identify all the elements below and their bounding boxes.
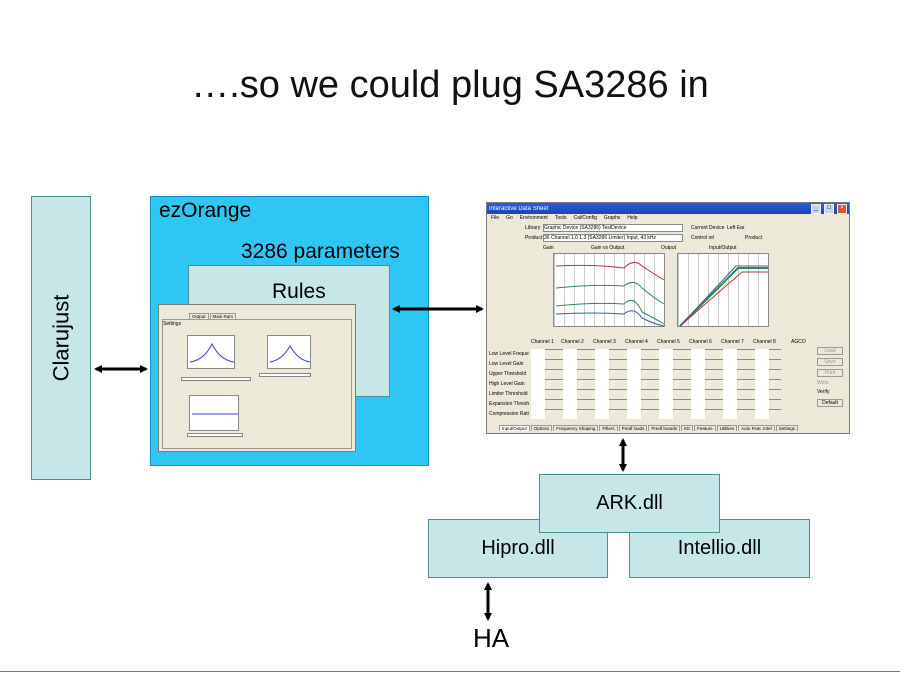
minimize-icon[interactable]: _ [811, 203, 821, 214]
settings-tab-output[interactable]: Output [189, 313, 209, 319]
intellio-label: Intellio.dll [677, 537, 762, 559]
channel-cells-grid[interactable] [531, 349, 781, 419]
gain-plot-curves [555, 262, 665, 327]
io-plot [677, 253, 769, 327]
print-button[interactable]: Print [817, 369, 843, 377]
control-label: Control rel [691, 235, 715, 241]
save-button[interactable]: Save [817, 358, 843, 366]
output-label: Output [661, 245, 677, 251]
row-label-4: High Level Gain [489, 381, 525, 387]
tab-utilities[interactable]: Utilities [716, 425, 738, 431]
rules-label: Rules [272, 280, 326, 303]
channel-6: Channel 6 [689, 339, 712, 345]
write-checkbox[interactable]: Write [817, 380, 829, 386]
row-label-3: Upper Threshold [489, 371, 527, 377]
default-button[interactable]: Default [817, 399, 843, 407]
tab-feature[interactable]: Feature [694, 425, 716, 431]
current-device-value: Left Ear [727, 225, 745, 231]
settings-window-screenshot: Output Main Ram Settings [158, 304, 356, 452]
channel-4: Channel 4 [625, 339, 648, 345]
current-device-label: Current Device [691, 225, 725, 231]
mini-graph-1-curve [189, 342, 235, 363]
library-select[interactable]: Graphic Device (SA3286) TestDevice [543, 224, 683, 232]
tab-auto-feat[interactable]: Auto Feat. Intel [738, 425, 775, 431]
row-label-7: Compression Ratio [489, 411, 529, 417]
slide-title: ….so we could plug SA3286 in [191, 64, 709, 106]
channel-7: Channel 7 [721, 339, 744, 345]
clarujust-label: Clarujust [48, 294, 73, 382]
app-title: Interactive Data Sheet [489, 205, 549, 212]
gain-label: Gain [543, 245, 554, 251]
mini-slider-1[interactable] [181, 377, 251, 381]
agc-label: AGCO [791, 339, 806, 345]
tab-options[interactable]: Options [530, 425, 553, 431]
app-window-screenshot: Interactive Data Sheet _ □ × File Go Env… [486, 202, 850, 434]
ha-label: HA [473, 623, 510, 653]
settings-caption: Settings [163, 321, 182, 327]
mini-slider-2[interactable] [187, 433, 243, 437]
mini-graph-2 [267, 335, 311, 369]
maximize-icon[interactable]: □ [824, 203, 834, 214]
menu-tools[interactable]: Tools [554, 215, 567, 221]
tab-frequency-shaping[interactable]: Frequency Shaping [553, 425, 599, 431]
mini-graph-3 [189, 395, 239, 431]
product-label: Product [525, 235, 543, 241]
close-icon[interactable]: × [837, 203, 847, 214]
tab-input-output[interactable]: Input/Output [499, 425, 530, 431]
clarujust-box: Clarujust [31, 196, 91, 480]
menu-help[interactable]: Help [627, 215, 638, 221]
mini-graph-1 [187, 335, 235, 369]
product-right-label: Product [745, 235, 763, 241]
side-buttons: Load Save Print Write Verify Default [817, 347, 845, 417]
row-label-6: Expansion Threshold [489, 401, 529, 407]
row-label-2: Low Level Gain [489, 361, 524, 367]
load-button[interactable]: Load [817, 347, 843, 355]
ezorange-label: ezOrange [159, 199, 252, 222]
params-label: 3286 parameters [241, 240, 400, 263]
verify-checkbox[interactable]: Verify [817, 389, 830, 395]
ark-box: ARK.dll [539, 474, 720, 533]
channel-1: Channel 1 [531, 339, 554, 345]
hipro-label: Hipro.dll [481, 537, 555, 559]
channel-3: Channel 3 [593, 339, 616, 345]
row-label-5: Limiter Threshold [489, 391, 528, 397]
tab-predf-boards[interactable]: Predf boards [648, 425, 681, 431]
mini-slider-3[interactable] [259, 373, 311, 377]
product-select[interactable]: 36 Channel 1.0 1.3 (SA3286 Limiter) Inpu… [543, 234, 683, 242]
channel-2: Channel 2 [561, 339, 584, 345]
menu-go[interactable]: Go [506, 215, 513, 221]
menu-calconfig[interactable]: Cal/Config [573, 215, 597, 221]
channel-8: Channel 8 [753, 339, 776, 345]
gain-plot [553, 253, 665, 327]
gain-plot-title: Gain vs Output [591, 245, 625, 251]
library-label: Library [525, 225, 541, 231]
io-plot-curves [679, 265, 768, 327]
slide-bottom-rule [0, 671, 900, 672]
menu-graphs[interactable]: Graphs [603, 215, 621, 221]
io-plot-title: Input/Output [709, 245, 737, 251]
channel-headers: Channel 1 Channel 2 Channel 3 Channel 4 … [531, 339, 831, 347]
app-menubar: File Go Environment Tools Cal/Config Gra… [487, 214, 849, 224]
tab-ke[interactable]: KE [681, 425, 694, 431]
tab-settings[interactable]: Settings [775, 425, 798, 431]
mini-graph-2-curve [269, 344, 311, 363]
mini-graph-3-curve [192, 413, 238, 415]
bottom-tabs: Input/Output Options Frequency Shaping F… [499, 425, 798, 431]
settings-window-panel [162, 319, 352, 449]
settings-tab-mainram[interactable]: Main Ram [209, 313, 237, 319]
app-titlebar: Interactive Data Sheet _ □ × [487, 203, 849, 214]
menu-file[interactable]: File [491, 215, 500, 221]
ark-label: ARK.dll [596, 492, 663, 514]
row-label-1: Low Level Frequency [489, 351, 529, 357]
menu-environment[interactable]: Environment [519, 215, 548, 221]
settings-window-tabs: Output Main Ram [189, 313, 237, 319]
tab-filters[interactable]: Filters [599, 425, 618, 431]
channel-5: Channel 5 [657, 339, 680, 345]
tab-predf-loads[interactable]: Predf loads [618, 425, 648, 431]
